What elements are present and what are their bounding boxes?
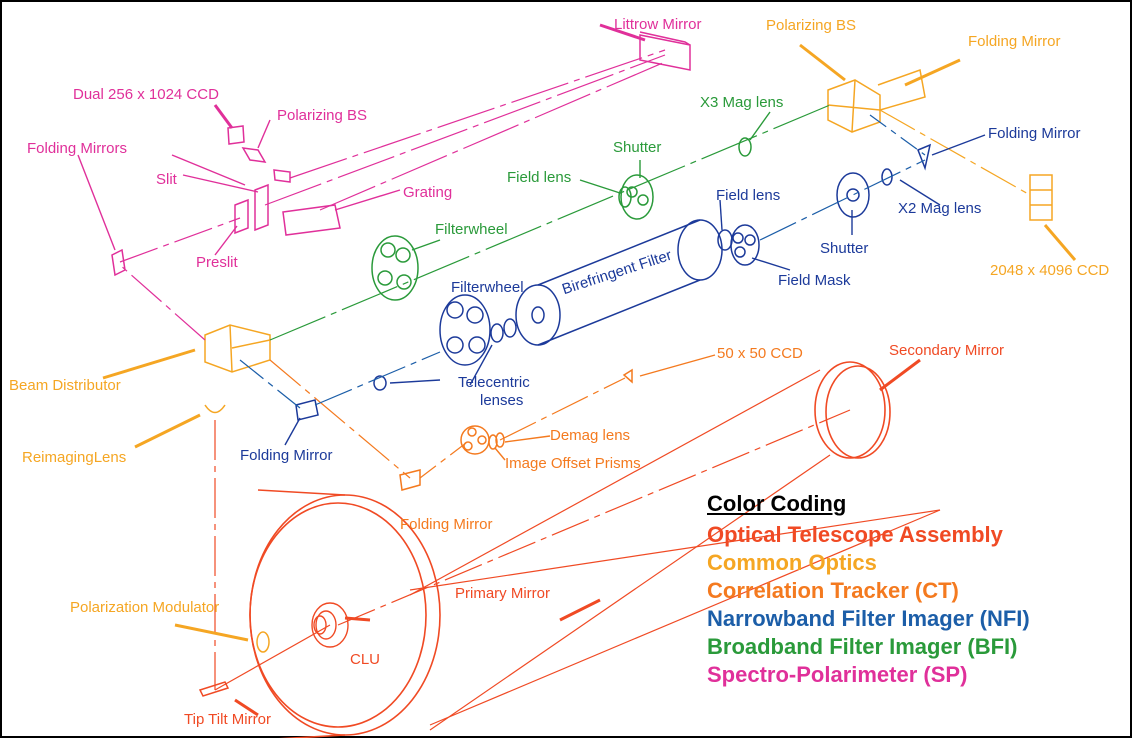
polarizing-bs-sp xyxy=(243,148,290,182)
dual-ccd-label: Dual 256 x 1024 CCD xyxy=(73,87,219,102)
tip-tilt-mirror-label: Tip Tilt Mirror xyxy=(184,712,271,727)
polarization-modulator-label: Polarization Modulator xyxy=(70,600,219,615)
tip-tilt-mirror xyxy=(200,682,228,696)
littrow-mirror-label: Littrow Mirror xyxy=(614,17,702,32)
sp-arrows xyxy=(78,25,645,255)
grating xyxy=(283,205,340,235)
field-mask-label: Field Mask xyxy=(778,273,851,288)
beam-distributor-label: Beam Distributor xyxy=(9,378,121,393)
reimaging-lens-label: ReimagingLens xyxy=(22,450,126,465)
folding-mirror-sp xyxy=(112,250,125,275)
preslit-label: Preslit xyxy=(196,255,238,270)
polarizing-bs-sp-label: Polarizing BS xyxy=(277,108,367,123)
folding-mirror-nfi-label: Folding Mirror xyxy=(988,126,1081,141)
folding-mirror-ct-label: Folding Mirror xyxy=(400,517,493,532)
folding-mirror-blue-label: Folding Mirror xyxy=(240,448,333,463)
polarizing-bs-co-label: Polarizing BS xyxy=(766,18,856,33)
legend-item-ota: Optical Telescope Assembly xyxy=(707,521,1030,549)
x2-mag-lens-label: X2 Mag lens xyxy=(898,201,981,216)
shutter-bfi-label: Shutter xyxy=(613,140,661,155)
secondary-mirror-label: Secondary Mirror xyxy=(889,343,1004,358)
field-lens-nfi-label: Field lens xyxy=(716,188,780,203)
x3-mag-lens-label: X3 Mag lens xyxy=(700,95,783,110)
filterwheel-nfi xyxy=(440,295,516,365)
filterwheel-nfi-label: Filterwheel xyxy=(451,280,524,295)
birefringent-filter xyxy=(516,220,722,345)
color-coding-legend: Color Coding Optical Telescope Assembly … xyxy=(707,491,1030,689)
shutter-nfi-label: Shutter xyxy=(820,241,868,256)
folding-mirror-top-label: Folding Mirror xyxy=(968,34,1061,49)
ccd-2048-label: 2048 x 4096 CCD xyxy=(990,263,1109,278)
ct-arrows xyxy=(495,355,715,460)
slit-label: Slit xyxy=(156,172,177,187)
image-offset-prisms-label: Image Offset Prisms xyxy=(505,456,641,471)
clu-label: CLU xyxy=(350,652,380,667)
littrow-mirror xyxy=(640,32,690,70)
dual-ccd xyxy=(228,126,244,144)
slit-preslit xyxy=(235,185,268,233)
legend-item-nfi: Narrowband Filter Imager (NFI) xyxy=(707,605,1030,633)
filterwheel-bfi xyxy=(372,236,418,300)
nfi-beam xyxy=(240,115,925,408)
legend-item-ct: Correlation Tracker (CT) xyxy=(707,577,1030,605)
shutter-nfi xyxy=(837,173,869,217)
legend-item-bfi: Broadband Filter Imager (BFI) xyxy=(707,633,1030,661)
polarization-modulator xyxy=(257,632,269,652)
demag-lens-label: Demag lens xyxy=(550,428,630,443)
grating-label: Grating xyxy=(403,185,452,200)
field-lens-bfi-label: Field lens xyxy=(507,170,571,185)
primary-mirror-label: Primary Mirror xyxy=(455,586,550,601)
filterwheel-bfi-label: Filterwheel xyxy=(435,222,508,237)
bfi-beam xyxy=(270,105,830,340)
legend-title: Color Coding xyxy=(707,491,1030,517)
telecentric-lenses-label-2: lenses xyxy=(480,393,523,408)
legend-item-common-optics: Common Optics xyxy=(707,549,1030,577)
secondary-mirror xyxy=(815,362,890,458)
beam-distributor xyxy=(205,325,270,372)
ccd-2048 xyxy=(1030,175,1052,220)
reimaging-lens xyxy=(205,405,225,413)
telecentric-lenses-label-1: Telecentric xyxy=(458,375,530,390)
ccd-50-label: 50 x 50 CCD xyxy=(717,346,803,361)
legend-item-sp: Spectro-Polarimeter (SP) xyxy=(707,661,1030,689)
folding-mirrors-label: Folding Mirrors xyxy=(27,141,127,156)
